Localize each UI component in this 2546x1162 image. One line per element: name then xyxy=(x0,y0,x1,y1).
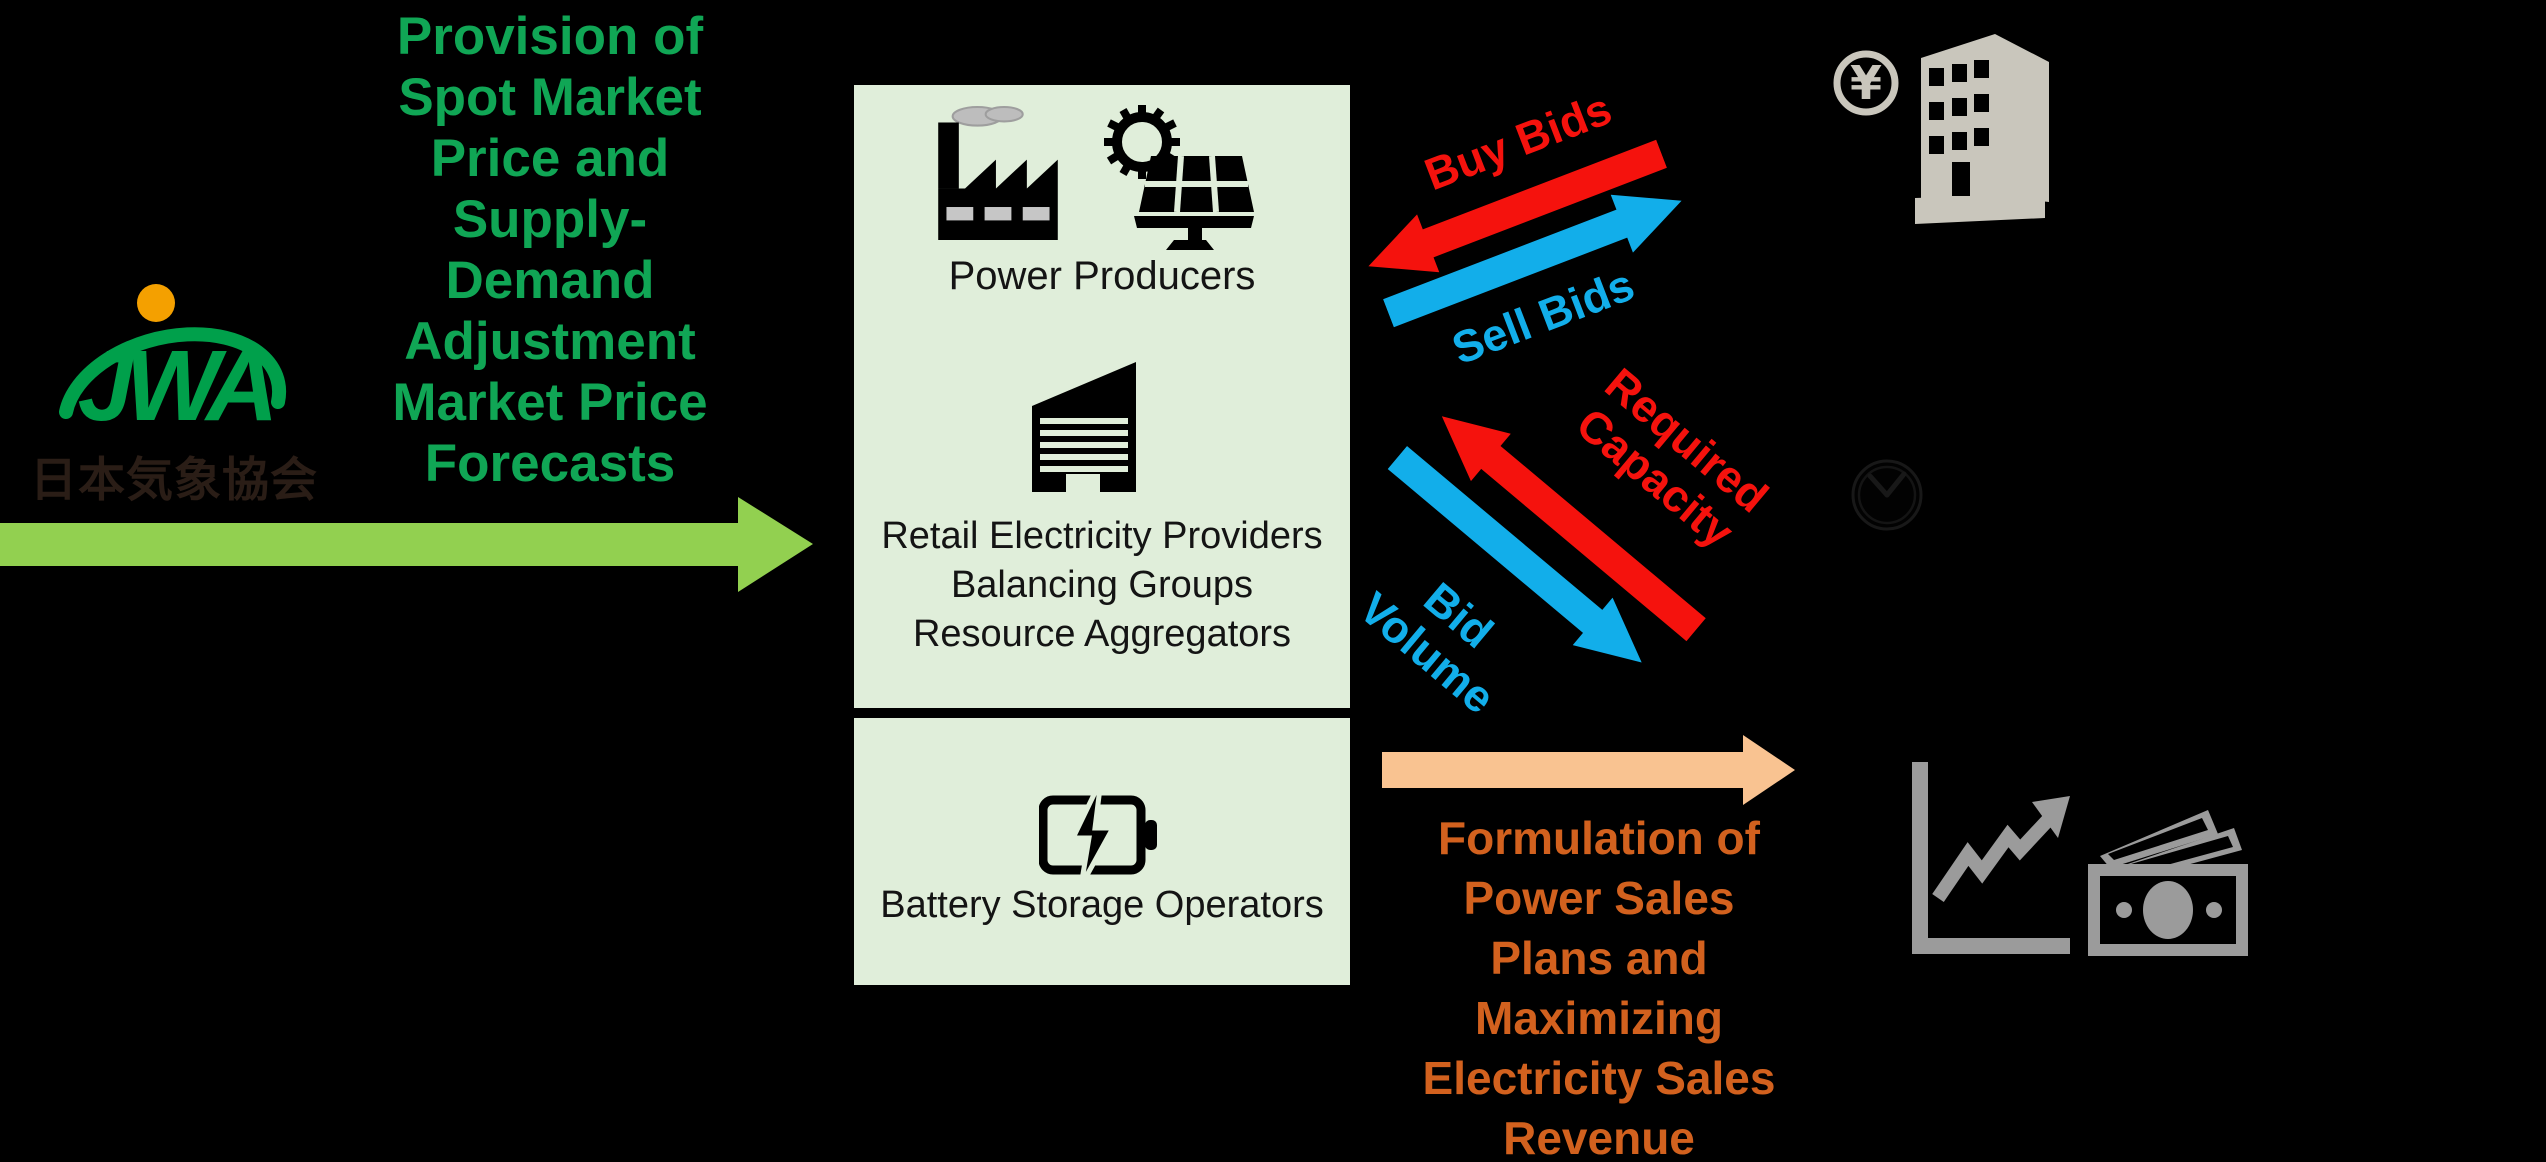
battery-charging-icon xyxy=(1039,780,1157,888)
forecast-line: Forecasts xyxy=(424,434,676,493)
forecast-line: Price and xyxy=(430,129,670,188)
forecast-line: Adjustment xyxy=(404,312,696,371)
retail-line: Retail Electricity Providers xyxy=(881,515,1323,557)
sell-bids-arrow xyxy=(1383,194,1682,328)
battery-operators-label: Battery Storage Operators xyxy=(880,884,1324,926)
solar-panel-icon xyxy=(1104,105,1254,250)
outcome-line: Power Sales xyxy=(1463,872,1735,924)
jwa-logo-letters: JWA xyxy=(78,330,271,442)
office-building-icon xyxy=(1032,362,1136,492)
bid-volume-arrow xyxy=(1387,445,1642,663)
jwa-logo: JWA xyxy=(59,284,287,442)
forecast-line: Supply- xyxy=(452,190,648,249)
building-3d-icon xyxy=(1915,34,2049,224)
buy-bids-arrow xyxy=(1368,139,1667,273)
outcome-line: Revenue xyxy=(1503,1112,1695,1162)
forecast-line: Provision of xyxy=(396,7,704,66)
retail-line: Balancing Groups xyxy=(950,564,1254,606)
power-producers-label: Power Producers xyxy=(948,254,1256,298)
forecast-provision-text: Provision of Spot Market Price and Suppl… xyxy=(320,6,780,494)
outcome-line: Plans and xyxy=(1490,932,1708,984)
retail-providers-label: Retail Electricity Providers Balancing G… xyxy=(846,512,1358,659)
factory-icon xyxy=(938,106,1058,240)
retail-line: Resource Aggregators xyxy=(912,613,1292,655)
yen-circle-icon: ¥ xyxy=(1833,50,1899,116)
forecast-line: Demand xyxy=(445,251,655,310)
jwa-logo-arc xyxy=(59,327,287,419)
yen-symbol: ¥ xyxy=(1850,56,1882,110)
line-chart-icon xyxy=(1912,762,2070,954)
outcome-text: Formulation of Power Sales Plans and Max… xyxy=(1399,808,1799,1162)
clock-icon xyxy=(1851,459,1923,531)
outcome-line: Formulation of xyxy=(1438,812,1760,864)
forecast-line: Market Price xyxy=(392,373,708,432)
forecast-line: Spot Market xyxy=(398,68,702,127)
jwa-logo-sun-dot xyxy=(137,284,175,322)
outcome-line: Maximizing xyxy=(1475,992,1723,1044)
banknotes-icon xyxy=(2088,810,2248,956)
outcome-line: Electricity Sales xyxy=(1422,1052,1776,1104)
forecast-flow-arrow xyxy=(0,497,813,592)
outcome-flow-arrow xyxy=(1382,735,1795,805)
required-capacity-arrow xyxy=(1441,416,1706,642)
jwa-org-name: 日本気象協会 xyxy=(30,453,318,506)
